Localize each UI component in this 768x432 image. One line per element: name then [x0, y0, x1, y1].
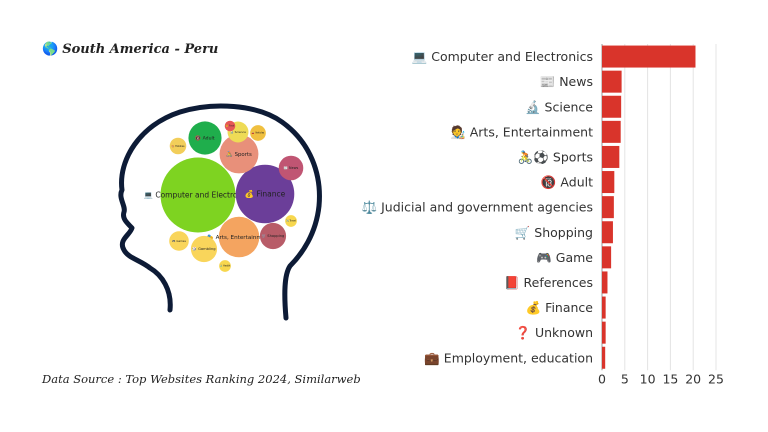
bubble — [285, 215, 297, 227]
bubble — [235, 164, 295, 224]
data-source-note: Data Source : Top Websites Ranking 2024,… — [42, 372, 361, 386]
bubble — [278, 155, 304, 181]
bubble-label: 🎭 Arts, Entertainment — [207, 234, 272, 241]
bubble-label: 🍔 Food — [226, 125, 235, 128]
globe-icon: 🌎 — [42, 42, 59, 57]
bubble — [219, 260, 231, 272]
bubble-label: ✈️ Travel — [286, 219, 296, 223]
bubble — [219, 134, 259, 174]
x-tick-label: 20 — [685, 371, 701, 386]
bubble-label: 🚴 Sports — [226, 151, 252, 158]
bar — [602, 70, 622, 93]
head-bubble-chart: 💻 Computer and Electronics💰 Finance 🚴 Spo… — [118, 103, 322, 321]
bar — [602, 346, 606, 369]
bar — [602, 271, 608, 294]
bar — [602, 95, 622, 118]
bubble-label: 📰 News — [284, 166, 299, 170]
bubble — [190, 235, 218, 263]
category-label: 💰 Finance — [526, 300, 594, 316]
category-label: 📕 References — [504, 275, 593, 290]
category-label: 🔬 Science — [525, 99, 593, 114]
bubble — [224, 120, 236, 132]
category-label: 💼 Employment, education — [424, 350, 593, 365]
bubble-label: 🎨 Hobbies — [172, 144, 186, 148]
bubble-label: 🔞 Adult — [195, 135, 214, 142]
category-label: 🎮 Game — [536, 250, 593, 265]
bubble-label: 🚗 Vehicles — [252, 132, 265, 135]
bubble — [169, 231, 189, 251]
bar — [602, 246, 612, 269]
category-label: ❓ Unknown — [515, 325, 593, 340]
bubble — [218, 216, 260, 258]
bubble-label: 🔬 Science — [230, 130, 246, 134]
bubble-label: 🩺 Health — [220, 265, 231, 268]
head-outline — [118, 103, 322, 321]
bubble — [188, 121, 222, 155]
category-label: 🚴⚽ Sports — [518, 149, 593, 164]
x-tick-label: 25 — [708, 371, 724, 386]
x-tick-label: 5 — [621, 371, 629, 386]
bubble — [169, 137, 187, 155]
bar — [602, 296, 606, 319]
bubble-label: 🎲 Gambling — [192, 246, 215, 251]
bubble-label: 🎮 Games — [172, 239, 186, 243]
bar — [602, 120, 621, 143]
x-tick-label: 10 — [640, 371, 656, 386]
category-label: 🧑‍🎨 Arts, Entertainment — [450, 124, 593, 139]
chart-title: 🌎South America - Peru — [42, 42, 218, 57]
bubble — [259, 222, 287, 250]
category-label: ⚖️ Judicial and government agencies — [362, 200, 593, 215]
title-text: South America - Peru — [62, 42, 219, 57]
bar — [602, 171, 615, 194]
bar — [602, 145, 620, 168]
bubble-label: 💰 Finance — [245, 190, 286, 199]
bubble-label: 🛒 Shopping — [262, 233, 285, 238]
x-tick-label: 15 — [662, 371, 678, 386]
bubble — [160, 157, 236, 233]
bar — [602, 321, 606, 344]
bubble-label: 💻 Computer and Electronics — [144, 191, 253, 200]
category-label: 📰 News — [540, 74, 593, 89]
category-label: 🔞 Adult — [541, 175, 593, 190]
x-tick-label: 0 — [598, 371, 606, 386]
bubble — [250, 125, 266, 141]
bar — [602, 196, 614, 219]
category-label: 🛒 Shopping — [515, 225, 593, 240]
bar — [602, 221, 613, 244]
bar — [602, 45, 696, 68]
category-label: 💻 Computer and Electronics — [412, 49, 593, 64]
